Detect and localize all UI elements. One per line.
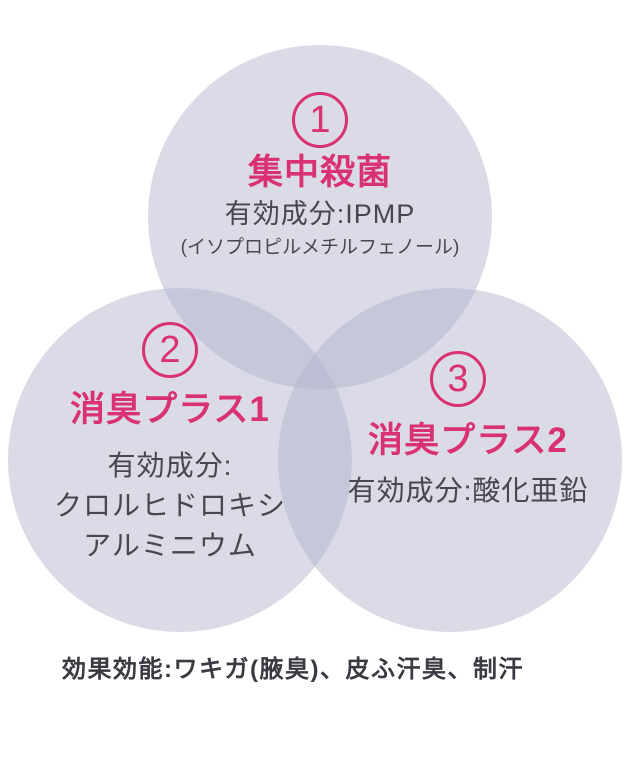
ingredient-line: 有効成分: [107,450,233,481]
circle-number: 1 [309,99,331,141]
efficacy-caption: 効果効能:ワキガ(腋臭)、皮ふ汗臭、制汗 [62,656,524,683]
ingredient-line: クロルヒドロキシ [53,490,286,521]
circle-number: 3 [447,358,469,400]
circle-top-content: 1 集中殺菌 有効成分:IPMP (イソプロピルメチルフェノール) [148,92,492,261]
circle-title: 集中殺菌 [247,153,392,192]
circled-number-3-icon: 3 [430,351,486,407]
circled-number-1-icon: 1 [292,92,348,148]
circle-right-content: 3 消臭プラス2 有効成分:酸化亜鉛 [296,351,630,511]
circle-title: 消臭プラス1 [70,390,270,429]
circle-title: 消臭プラス2 [368,421,568,460]
ingredient-subline: (イソプロピルメチルフェノール) [180,237,460,258]
ingredient-line: 有効成分:酸化亜鉛 [347,475,589,506]
circle-number: 2 [159,329,181,371]
ingredient-line: アルミニウム [83,530,257,561]
circled-number-2-icon: 2 [142,322,198,378]
ingredient-line: 有効成分:IPMP [224,199,416,229]
circle-right-background [278,288,622,632]
circle-left-content: 2 消臭プラス1 有効成分: クロルヒドロキシ アルミニウム [0,322,340,566]
